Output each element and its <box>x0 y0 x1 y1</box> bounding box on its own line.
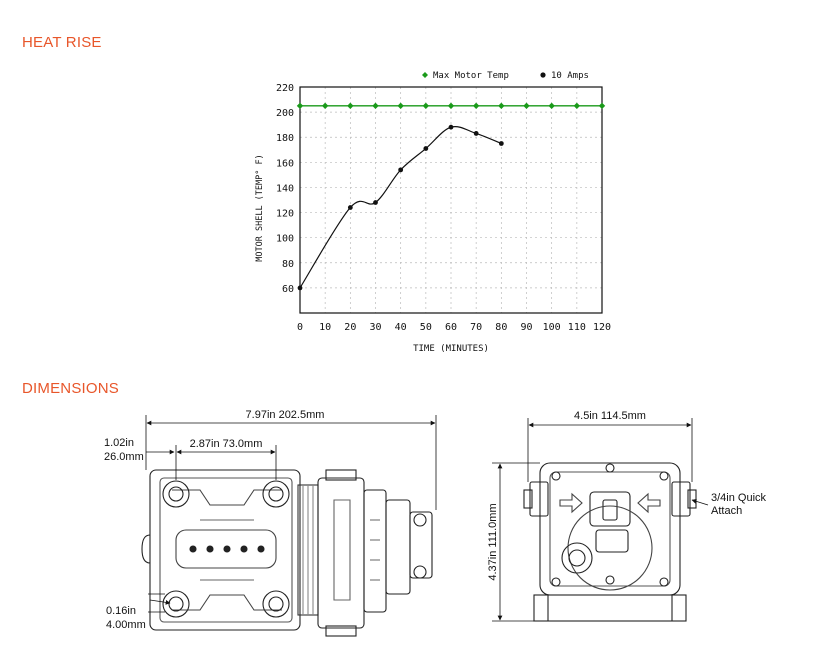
y-tick-label: 100 <box>276 234 294 245</box>
y-tick-label: 160 <box>276 158 294 169</box>
x-tick-label: 30 <box>369 322 381 333</box>
x-tick-label: 120 <box>593 322 611 333</box>
x-tick-label: 60 <box>445 322 457 333</box>
point-10-amps <box>423 146 429 151</box>
x-tick-label: 70 <box>470 322 482 333</box>
y-tick-label: 140 <box>276 183 294 194</box>
dimensions-title: DIMENSIONS <box>22 380 120 397</box>
heat-rise-chart: 0 10 20 30 40 50 60 70 80 90 100 110 120 60 80 100 120 1… <box>255 71 611 354</box>
hole-dia-mm-label: 4.00mm <box>106 619 146 631</box>
x-tick-label: 10 <box>319 322 331 333</box>
point-10-amps <box>297 285 303 291</box>
x-tick-label: 110 <box>568 322 586 333</box>
point-max-motor-temp <box>498 102 505 110</box>
side-view-dimension-lines <box>145 415 437 613</box>
y-tick-label: 80 <box>282 259 294 270</box>
heat-rise-title: HEAT RISE <box>22 34 102 51</box>
y-tick-label: 180 <box>276 133 294 144</box>
x-axis-label: TIME (MINUTES) <box>413 344 489 354</box>
legend-marker-max-motor-temp <box>422 72 428 78</box>
legend-label-10-amps: 10 Amps <box>551 71 589 81</box>
point-max-motor-temp <box>523 102 530 110</box>
pump-side-view <box>141 469 433 637</box>
point-max-motor-temp <box>573 102 581 110</box>
end-width-label: 4.5in 114.5mm <box>574 410 646 422</box>
legend-label-max-motor-temp: Max Motor Temp <box>433 71 509 81</box>
point-max-motor-temp <box>296 102 304 110</box>
mount-offset-in-label: 1.02in <box>104 437 134 449</box>
overall-length-label: 7.97in 202.5mm <box>246 409 325 421</box>
port-label-line-1: 3/4in Quick <box>711 492 767 504</box>
x-tick-label: 20 <box>344 322 356 333</box>
end-view-dimension-lines <box>492 418 709 622</box>
point-max-motor-temp <box>598 102 606 110</box>
point-max-motor-temp <box>422 102 430 110</box>
x-tick-label: 0 <box>297 322 303 333</box>
end-height-label: 4.37in 111.0mm <box>487 503 499 580</box>
y-axis-label: MOTOR SHELL (TEMP° F) <box>255 154 265 261</box>
point-10-amps <box>498 141 504 146</box>
point-10-amps <box>448 124 454 130</box>
y-tick-labels: 60 80 100 120 140 160 180 200 220 <box>276 83 294 295</box>
mount-spacing-label: 2.87in 73.0mm <box>190 438 263 450</box>
mount-offset-mm-label: 26.0mm <box>104 451 144 463</box>
point-max-motor-temp <box>447 102 455 110</box>
x-tick-label: 50 <box>420 322 432 333</box>
point-max-motor-temp <box>372 102 379 110</box>
point-max-motor-temp <box>347 102 354 110</box>
point-max-motor-temp <box>472 102 480 110</box>
point-10-amps <box>473 131 479 136</box>
hole-dia-in-label: 0.16in <box>106 605 136 617</box>
y-tick-label: 120 <box>276 209 294 220</box>
x-tick-label: 40 <box>395 322 407 333</box>
pump-end-view <box>523 462 697 622</box>
point-10-amps <box>347 205 353 210</box>
point-max-motor-temp <box>548 102 555 110</box>
x-tick-label: 90 <box>520 322 532 333</box>
point-max-motor-temp <box>397 102 404 110</box>
chart-legend: Max Motor Temp 10 Amps <box>422 71 589 81</box>
plot-frame <box>299 86 603 314</box>
y-tick-label: 220 <box>276 83 294 94</box>
y-tick-label: 200 <box>276 108 294 119</box>
legend-marker-10-amps <box>540 72 546 78</box>
y-tick-label: 60 <box>282 284 294 295</box>
x-tick-label: 100 <box>543 322 561 333</box>
port-label-line-2: Attach <box>711 505 742 517</box>
x-tick-labels: 0 10 20 30 40 50 60 70 80 90 100 110 120 <box>297 322 611 333</box>
point-max-motor-temp <box>321 102 329 110</box>
point-10-amps <box>373 200 378 205</box>
chart-grid <box>300 87 602 313</box>
point-10-amps <box>398 167 404 173</box>
chart-series <box>296 102 606 291</box>
x-tick-label: 80 <box>495 322 507 333</box>
